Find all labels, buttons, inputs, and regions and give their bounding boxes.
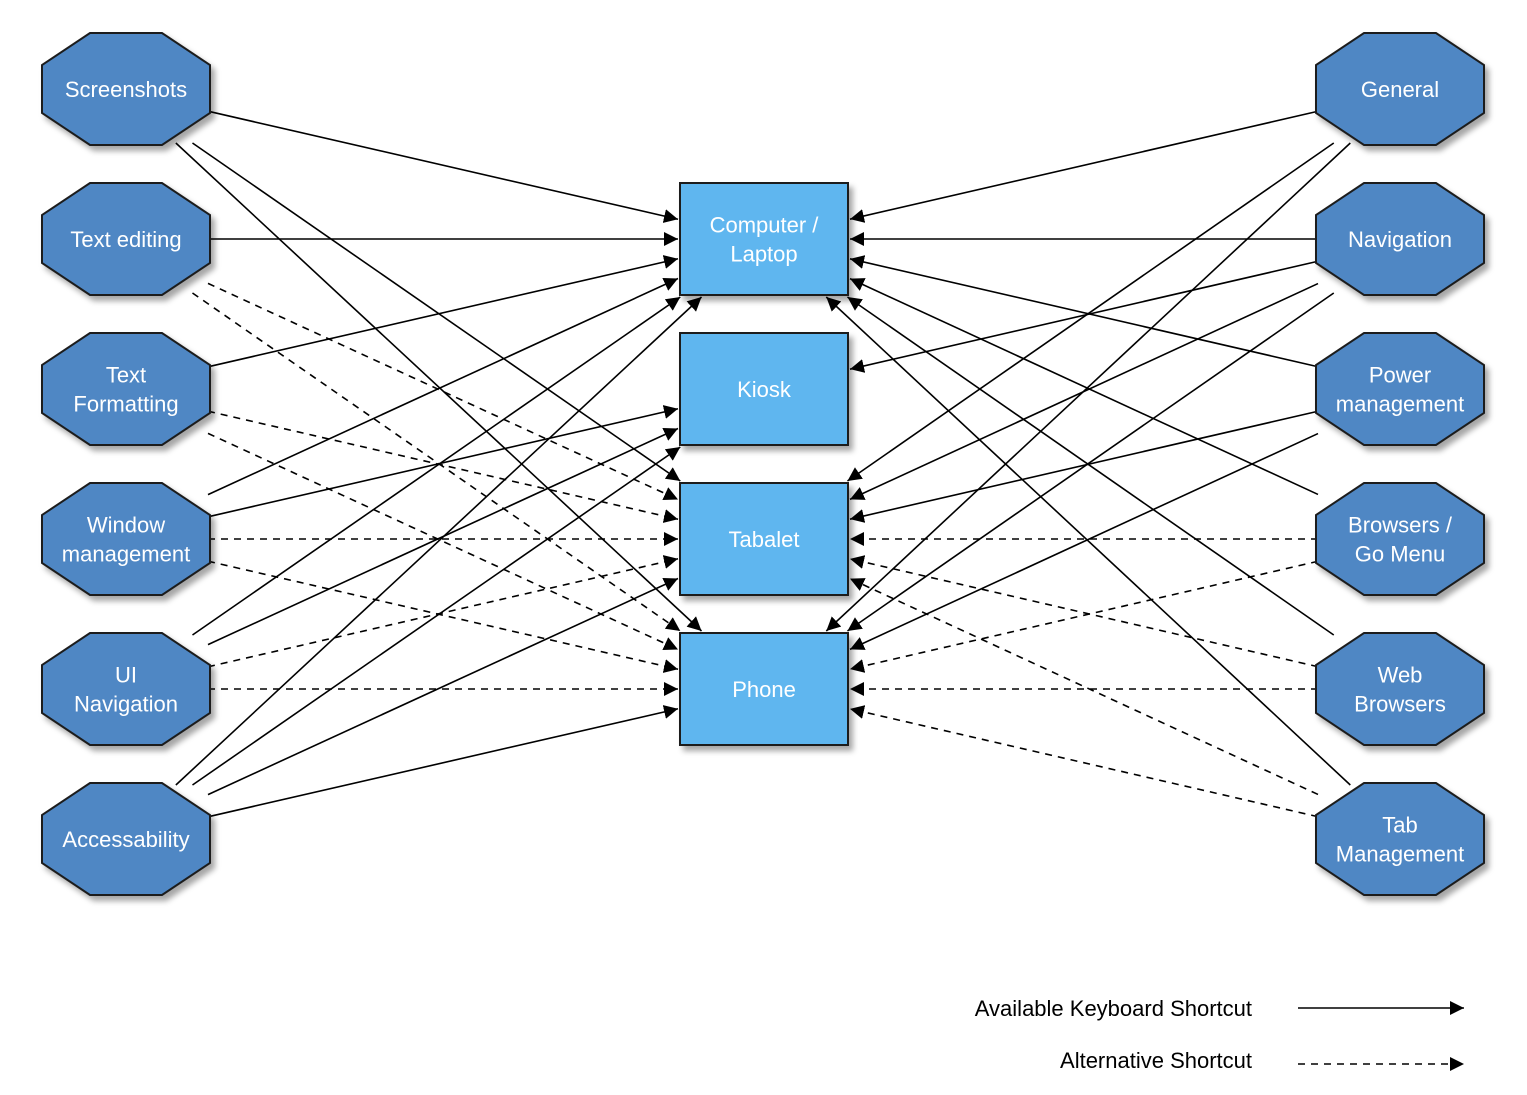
edge-text-formatting-to-phone [207,432,679,651]
edge-general-to-tabalet [846,142,1335,482]
node-label: Tab [1382,813,1417,838]
edge-power-management-to-phone [849,432,1319,651]
legend-dashed-label: Alternative Shortcut [1060,1048,1252,1073]
node-label: Computer / [710,213,820,238]
edge-web-browsers-to-computer-laptop [846,296,1335,636]
edge-power-management-to-tabalet [849,410,1319,523]
edge-text-formatting-to-tabalet [207,410,679,523]
octagon-shape [1315,32,1485,146]
node-label: Screenshots [65,77,187,102]
node-label: Text [106,363,146,388]
edge-general-to-phone [825,142,1351,632]
node-label: Browsers [1354,692,1446,717]
node-label: General [1361,77,1439,102]
edge-window-management-to-kiosk [207,405,679,518]
node-label: UI [115,663,137,688]
edge-navigation-to-tabalet [849,282,1319,501]
node-label: Power [1369,363,1431,388]
octagon-shape [1315,332,1485,446]
node-label: Formatting [73,392,178,417]
edge-text-editing-to-phone [192,292,681,632]
device-box-shape [679,482,849,596]
edge-accessability-to-phone [207,705,679,818]
device-node-phone: Phone [679,632,849,746]
category-node-screenshots: Screenshots [41,32,211,146]
node-label: Laptop [730,242,797,267]
edge-ui-navigation-to-computer-laptop [192,296,681,636]
edge-text-formatting-to-computer-laptop [207,255,679,368]
device-box-shape [679,332,849,446]
device-box-shape [679,632,849,746]
node-label: Go Menu [1355,542,1446,567]
category-node-power-management: Power management [1315,332,1485,446]
node-label: Browsers / [1348,513,1453,538]
category-node-navigation: Navigation [1315,182,1485,296]
edge-accessability-to-tabalet [207,577,679,796]
node-label: management [62,542,190,567]
octagon-shape [1315,182,1485,296]
node-label: Tabalet [729,527,800,552]
octagon-shape [1315,482,1485,596]
device-box-shape [679,182,849,296]
category-node-ui-navigation: UI Navigation [41,632,211,746]
edge-accessability-to-kiosk [192,446,681,786]
node-label: Navigation [1348,227,1452,252]
edge-window-management-to-phone [207,560,679,673]
device-node-kiosk: Kiosk [679,332,849,446]
edge-tab-management-to-tabalet [849,577,1319,796]
node-label: Text editing [70,227,181,252]
edge-accessability-to-computer-laptop [175,296,703,786]
category-node-browsers-go-menu: Browsers / Go Menu [1315,482,1485,596]
node-label: Navigation [74,692,178,717]
edge-browsers-go-menu-to-computer-laptop [849,277,1319,496]
edge-general-to-computer-laptop [849,110,1319,223]
node-label: Kiosk [737,377,792,402]
device-node-tabalet: Tabalet [679,482,849,596]
legend-solid-label: Available Keyboard Shortcut [975,996,1252,1021]
node-label: Management [1336,842,1464,867]
octagon-shape [41,32,211,146]
edge-screenshots-to-phone [175,142,703,632]
legend: Available Keyboard Shortcut Alternative … [975,996,1464,1073]
device-node-computer-laptop: Computer / Laptop [679,182,849,296]
node-label: Web [1378,663,1423,688]
node-label: Window [87,513,165,538]
node-label: Accessability [62,827,189,852]
octagon-shape [41,782,211,896]
node-label: Phone [732,677,796,702]
edge-ui-navigation-to-tabalet [207,555,679,668]
edge-screenshots-to-tabalet [192,142,681,482]
category-node-general: General [1315,32,1485,146]
edge-navigation-to-phone [846,292,1335,632]
category-node-window-management: Window management [41,482,211,596]
node-label: management [1336,392,1464,417]
category-node-text-editing: Text editing [41,182,211,296]
edge-text-editing-to-tabalet [207,282,679,501]
category-node-accessability: Accessability [41,782,211,896]
octagon-shape [1315,632,1485,746]
edge-power-management-to-computer-laptop [849,255,1319,368]
edges-layer [175,110,1351,818]
edge-screenshots-to-computer-laptop [207,110,679,223]
octagon-shape [41,482,211,596]
edge-navigation-to-kiosk [849,260,1319,373]
octagon-shape [41,182,211,296]
edge-web-browsers-to-tabalet [849,555,1319,668]
octagon-shape [41,332,211,446]
edge-tab-management-to-computer-laptop [825,296,1351,786]
octagon-shape [1315,782,1485,896]
edge-browsers-go-menu-to-phone [849,560,1319,673]
edge-tab-management-to-phone [849,705,1319,818]
octagon-shape [41,632,211,746]
edge-window-management-to-computer-laptop [207,277,679,496]
